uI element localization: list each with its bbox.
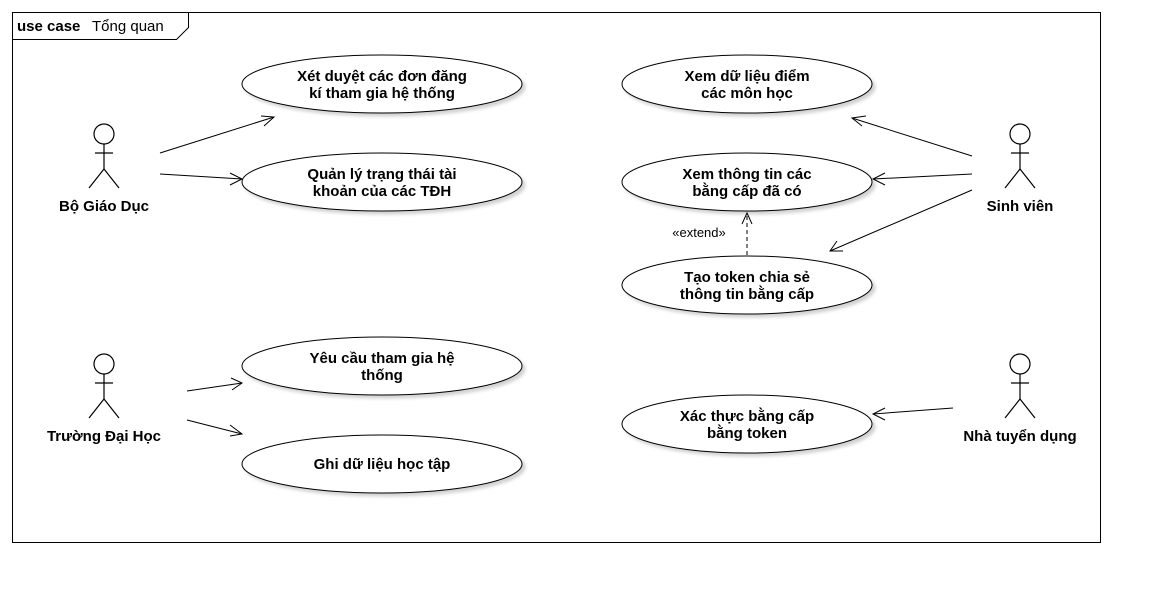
use-case-label: bằng cấp đã có <box>692 182 801 200</box>
actor-label-sinh-vien: Sinh viên <box>987 198 1054 215</box>
extend-stereotype-label: «extend» <box>672 225 726 240</box>
association-sv-xem-bang-cap <box>871 172 973 186</box>
frame-name: Tổng quan <box>92 18 164 35</box>
use-case-yeu-cau[interactable]: Yêu cầu tham gia hệ thống <box>241 336 523 396</box>
use-case-xem-diem[interactable]: Xem dữ liệu điểm các môn học <box>621 54 873 114</box>
use-case-label: Tạo token chia sẻ <box>684 269 810 286</box>
actor-label-truong-dai-hoc: Trường Đại Học <box>47 428 161 445</box>
use-case-label: các môn học <box>701 85 793 102</box>
use-case-quan-ly[interactable]: Quản lý trạng thái tài khoản của các TĐH <box>241 152 523 212</box>
use-case-label: khoản của các TĐH <box>313 183 451 200</box>
association-sv-xem-diem <box>850 115 973 157</box>
actor-label-bo-giao-duc: Bộ Giáo Dục <box>59 198 149 215</box>
use-case-xac-thuc[interactable]: Xác thực bằng cấp bằng token <box>621 394 873 454</box>
use-case-label: Quản lý trạng thái tài <box>307 166 456 183</box>
association-tdh-ghi-du-lieu <box>186 419 244 437</box>
actor-label-nha-tuyen-dung: Nhà tuyển dụng <box>963 428 1076 445</box>
use-case-label: bằng token <box>707 424 787 442</box>
actor-truong-dai-hoc[interactable] <box>88 353 120 419</box>
use-case-label: Xem dữ liệu điểm <box>684 68 809 85</box>
use-case-label: thông tin bằng cấp <box>680 285 814 303</box>
association-ntd-xac-thuc <box>871 407 954 421</box>
actor-head-icon <box>93 123 115 145</box>
use-case-xet-duyet[interactable]: Xét duyệt các đơn đăng kí tham gia hệ th… <box>241 54 523 114</box>
use-case-ghi-du-lieu[interactable]: Ghi dữ liệu học tập <box>241 434 523 494</box>
association-bgd-xet-duyet <box>159 115 276 154</box>
actor-head-icon <box>93 353 115 375</box>
extend-relation <box>741 211 753 255</box>
frame-keyword: use case <box>17 18 80 35</box>
association-sv-tao-token <box>829 189 973 252</box>
use-case-tao-token[interactable]: Tạo token chia sẻ thông tin bằng cấp <box>621 255 873 315</box>
actor-head-icon <box>1009 123 1031 145</box>
use-case-xem-bang-cap[interactable]: Xem thông tin các bằng cấp đã có <box>621 152 873 212</box>
actor-head-icon <box>1009 353 1031 375</box>
association-tdh-yeu-cau <box>186 377 244 392</box>
use-case-label: thống <box>361 367 403 384</box>
actor-sinh-vien[interactable] <box>1004 123 1036 189</box>
actor-bo-giao-duc[interactable] <box>88 123 120 189</box>
use-case-label: Ghi dữ liệu học tập <box>314 456 451 473</box>
use-case-label: Xét duyệt các đơn đăng <box>297 68 467 85</box>
diagram-frame: use case Tổng quan <box>12 12 1101 543</box>
use-case-label: Yêu cầu tham gia hệ <box>309 350 454 367</box>
use-case-label: Xác thực bằng cấp <box>680 407 814 425</box>
association-bgd-quan-ly <box>159 172 244 186</box>
use-case-label: Xem thông tin các <box>682 166 811 183</box>
use-case-label: kí tham gia hệ thống <box>309 85 455 102</box>
actor-nha-tuyen-dung[interactable] <box>1004 353 1036 419</box>
